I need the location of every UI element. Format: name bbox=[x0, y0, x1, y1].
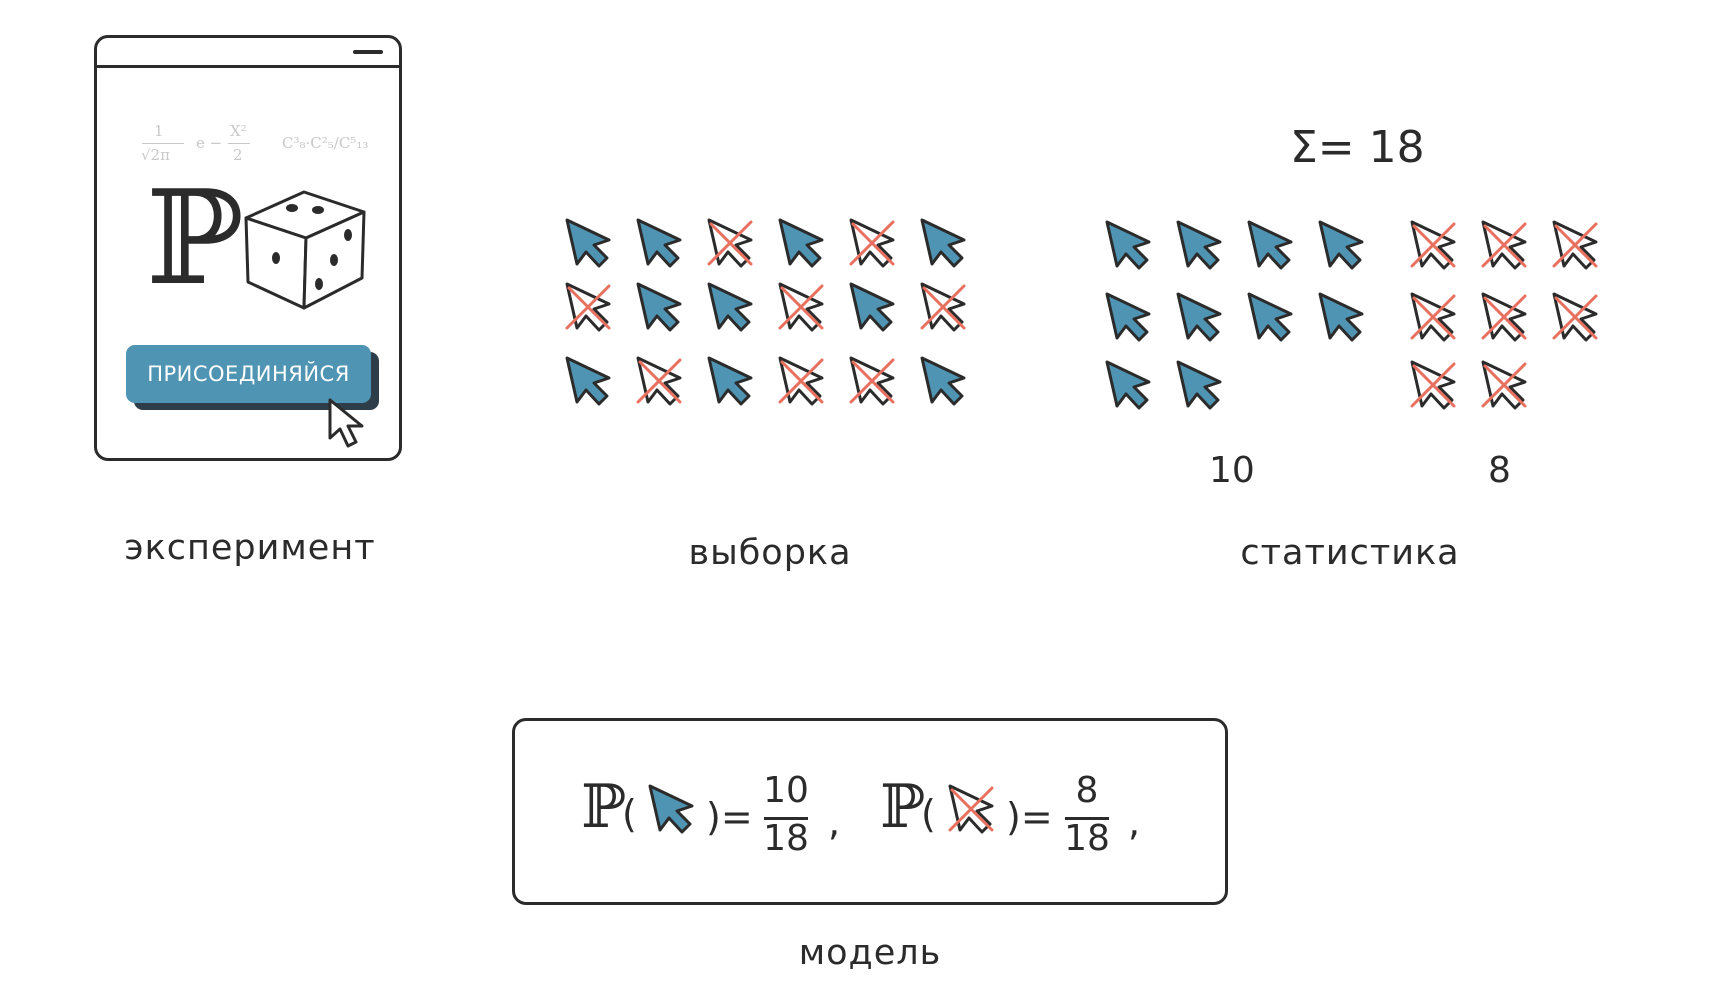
model-comma-2: , bbox=[1128, 800, 1141, 844]
formula-denominator: √2π bbox=[141, 146, 170, 164]
cursor-crossed-icon bbox=[948, 784, 994, 834]
cursor-crossed-icon bbox=[849, 218, 895, 268]
model-p-symbol-1: ℙ bbox=[581, 772, 627, 842]
sample-caption: выборка bbox=[688, 533, 852, 573]
cursor-icon bbox=[707, 356, 753, 406]
model-comma-1: , bbox=[828, 800, 841, 844]
formula-two: 2 bbox=[233, 146, 243, 164]
join-button[interactable]: ПРИСОЕДИНЯЙСЯ bbox=[126, 345, 371, 403]
model-equals-2: )= bbox=[1006, 795, 1053, 839]
model-cursor-success-icon bbox=[648, 784, 694, 834]
cursor-crossed-icon bbox=[1552, 292, 1598, 342]
cursor-crossed-icon bbox=[920, 282, 966, 332]
model-box bbox=[512, 718, 1228, 905]
cursor-icon bbox=[707, 282, 753, 332]
cursor-crossed-icon bbox=[778, 356, 824, 406]
statistics-groups bbox=[1105, 220, 1598, 410]
cursor-icon bbox=[565, 356, 611, 406]
formula-bar bbox=[142, 143, 184, 144]
cursor-icon bbox=[1105, 220, 1151, 270]
cursor-crossed-icon bbox=[707, 218, 753, 268]
cursor-icon bbox=[920, 218, 966, 268]
cursor-icon bbox=[778, 218, 824, 268]
model-equals-1: )= bbox=[706, 795, 753, 839]
model-numerator-2: 8 bbox=[1075, 770, 1099, 811]
window-title-bar bbox=[97, 65, 399, 68]
fail-count: 8 bbox=[1488, 450, 1511, 491]
cursor-icon bbox=[1176, 292, 1222, 342]
cursor-crossed-icon bbox=[1552, 220, 1598, 270]
statistics-total: Σ= 18 bbox=[1290, 122, 1425, 173]
model-fraction-bar-1 bbox=[764, 817, 808, 820]
formula-bar-2 bbox=[228, 143, 250, 144]
cursor-icon bbox=[1105, 360, 1151, 410]
model-cursor-fail-icon bbox=[948, 784, 994, 834]
cursor-crossed-icon bbox=[1410, 360, 1456, 410]
cursor-crossed-icon bbox=[1481, 220, 1527, 270]
probability-symbol: ℙ bbox=[146, 162, 244, 314]
cursor-crossed-icon bbox=[778, 282, 824, 332]
cursor-crossed-icon bbox=[1410, 292, 1456, 342]
cursor-crossed-icon bbox=[636, 356, 682, 406]
cursor-icon bbox=[1176, 220, 1222, 270]
model-open-paren-2: ( bbox=[921, 792, 936, 836]
cursor-crossed-icon bbox=[1410, 220, 1456, 270]
sample-grid bbox=[565, 218, 966, 406]
cursor-icon bbox=[636, 218, 682, 268]
success-count: 10 bbox=[1209, 450, 1255, 491]
cursor-icon bbox=[920, 356, 966, 406]
cursor-icon bbox=[849, 282, 895, 332]
model-p-symbol-2: ℙ bbox=[880, 772, 926, 842]
formula-combination: C³₈·C²₅/C⁵₁₃ bbox=[282, 134, 369, 152]
cursor-icon bbox=[1318, 220, 1364, 270]
window-minimize-icon bbox=[353, 50, 383, 54]
dice-icon bbox=[244, 190, 366, 310]
cursor-icon bbox=[565, 218, 611, 268]
formula-numerator: 1 bbox=[154, 122, 164, 140]
cursor-icon bbox=[1105, 292, 1151, 342]
experiment-caption: эксперимент bbox=[124, 528, 376, 568]
formula-x2: X² bbox=[230, 122, 247, 140]
model-open-paren-1: ( bbox=[622, 792, 637, 836]
model-numerator-1: 10 bbox=[763, 770, 809, 811]
cursor-crossed-icon bbox=[565, 282, 611, 332]
cursor-crossed-icon bbox=[1481, 360, 1527, 410]
cursor-icon bbox=[1247, 292, 1293, 342]
model-denominator-2: 18 bbox=[1064, 818, 1110, 859]
cursor-icon bbox=[636, 282, 682, 332]
cursor-icon bbox=[1176, 360, 1222, 410]
cursor-icon bbox=[1318, 292, 1364, 342]
model-caption: модель bbox=[798, 933, 942, 973]
cursor-icon bbox=[648, 784, 694, 834]
cursor-icon bbox=[1247, 220, 1293, 270]
cursor-crossed-icon bbox=[1481, 292, 1527, 342]
statistics-caption: статистика bbox=[1240, 533, 1460, 573]
formula-exp: e − bbox=[196, 134, 223, 152]
model-denominator-1: 18 bbox=[763, 818, 809, 859]
cursor-crossed-icon bbox=[849, 356, 895, 406]
model-fraction-bar-2 bbox=[1065, 817, 1109, 820]
pointer-cursor-icon bbox=[328, 398, 364, 448]
